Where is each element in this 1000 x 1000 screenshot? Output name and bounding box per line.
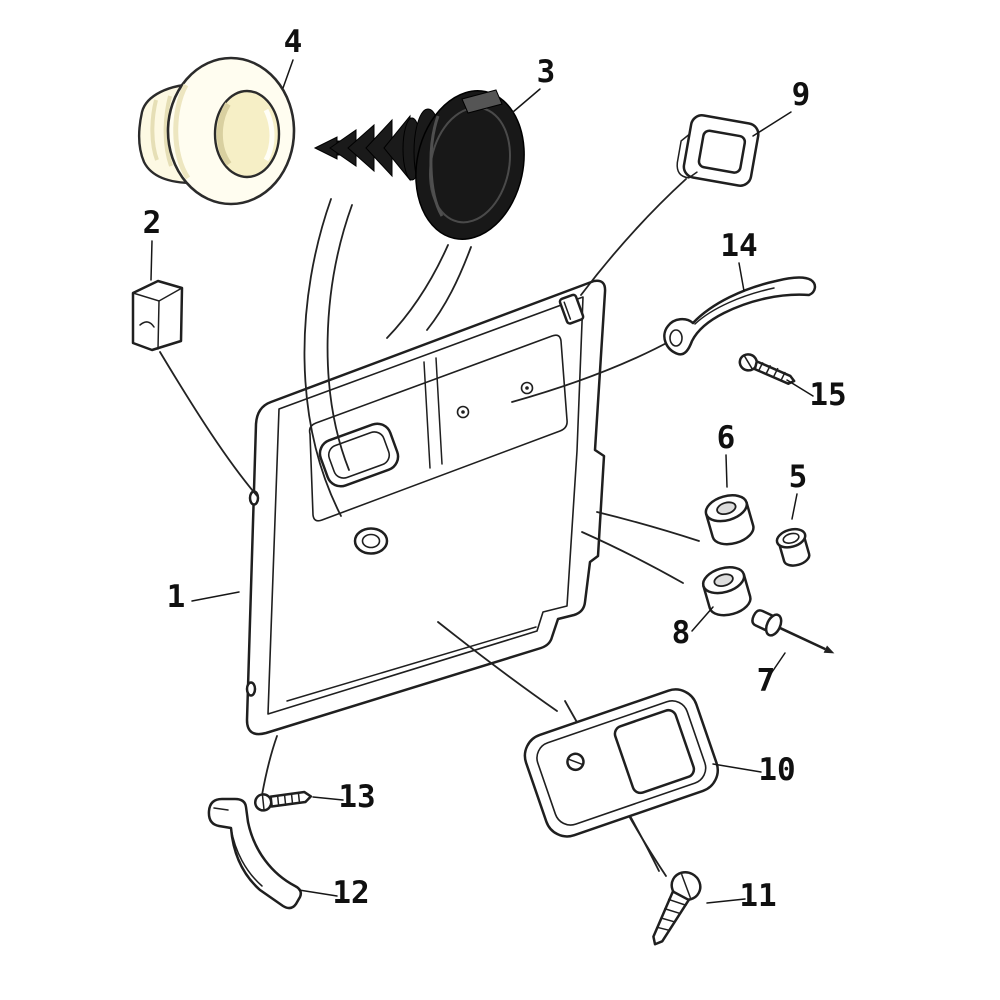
label-part-10: 10 <box>758 752 795 788</box>
label-part-13: 13 <box>338 779 375 815</box>
label-part-12: 12 <box>332 875 369 911</box>
part-3-black-trim-clip <box>313 89 525 240</box>
label-part-14: 14 <box>720 228 757 264</box>
label-part-1: 1 <box>167 579 186 615</box>
part-15-screw <box>738 353 796 385</box>
part-2-square-clip <box>131 279 184 352</box>
part-14-pull-bracket <box>663 276 817 356</box>
panel-clip-pocket <box>558 293 585 325</box>
part-11-screw <box>652 871 702 946</box>
label-part-7: 7 <box>757 663 776 699</box>
part-9-square-clip <box>676 114 760 187</box>
part-5-cap-pin <box>775 527 811 567</box>
label-part-5: 5 <box>789 459 808 495</box>
label-part-4: 4 <box>284 24 303 60</box>
part-8-bushing <box>701 566 752 617</box>
part-number-labels: 4 3 9 2 14 15 6 5 1 8 7 10 13 12 11 <box>143 24 847 914</box>
part-10-handle-bezel <box>523 688 719 838</box>
part-6-bushing <box>704 494 755 546</box>
label-part-6: 6 <box>717 420 736 456</box>
part-12-corner-bracket <box>207 797 303 910</box>
part-1-door-trim-panel <box>245 279 607 736</box>
part-13-screw <box>253 790 313 812</box>
label-part-8: 8 <box>672 615 691 651</box>
label-part-11: 11 <box>739 878 776 914</box>
part-4-white-grommet <box>138 56 296 206</box>
label-part-2: 2 <box>143 205 162 241</box>
label-part-9: 9 <box>792 77 811 113</box>
part-7-blind-rivet <box>751 609 835 654</box>
label-leader-lines <box>150 59 814 904</box>
label-part-15: 15 <box>809 377 846 413</box>
label-part-3: 3 <box>537 54 556 90</box>
